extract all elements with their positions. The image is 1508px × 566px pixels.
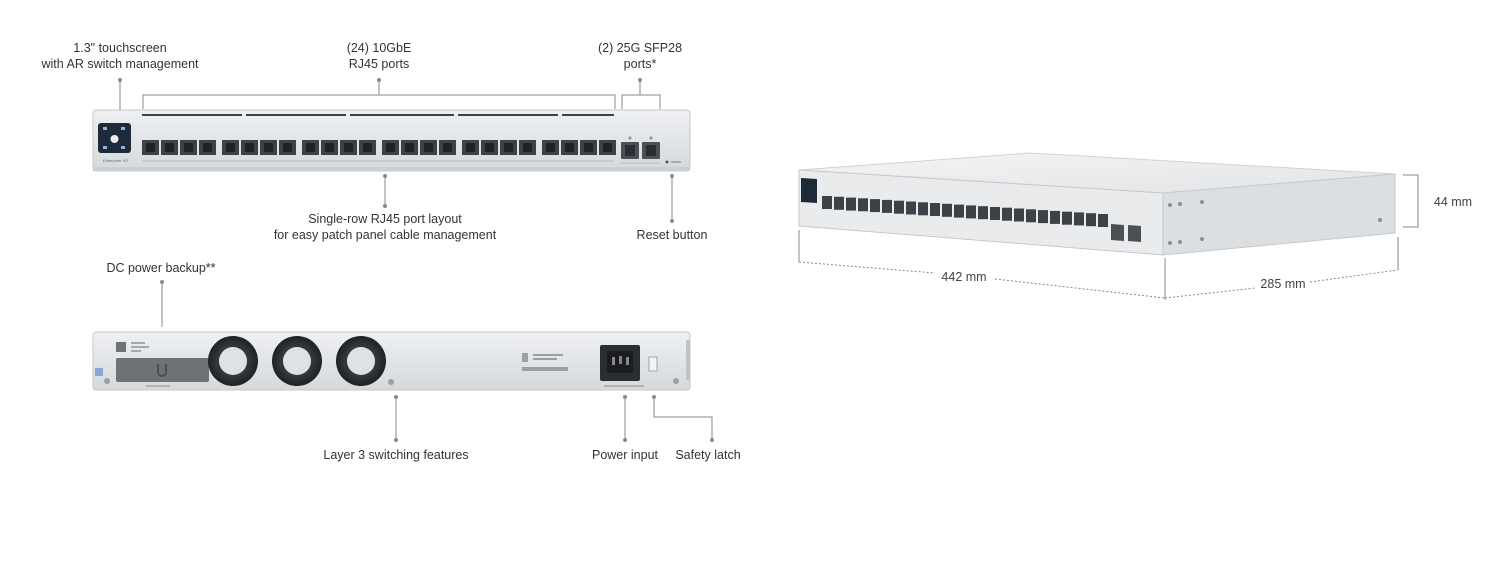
rj45-port-socket bbox=[584, 143, 593, 152]
rj45-port-socket bbox=[165, 143, 174, 152]
perspective-rj45-port bbox=[1002, 207, 1012, 221]
callout-safety-latch: Safety latch bbox=[675, 448, 741, 462]
perspective-rj45-port bbox=[990, 207, 1000, 220]
dimension-width: 442 mm bbox=[941, 270, 987, 284]
callout-sfp-line2: ports* bbox=[623, 57, 657, 71]
callout-port-layout-line1: Single-row RJ45 port layout bbox=[308, 212, 462, 226]
perspective-rj45-port bbox=[918, 202, 928, 216]
perspective-rj45-port bbox=[894, 200, 904, 214]
rj45-port-socket bbox=[226, 143, 235, 152]
dimension-lines bbox=[798, 174, 1419, 300]
rj45-port-socket bbox=[466, 143, 475, 152]
perspective-rj45-port bbox=[954, 204, 964, 218]
perspective-rj45-port bbox=[906, 201, 916, 215]
perspective-rj45-port bbox=[846, 197, 856, 211]
power-input-socket bbox=[600, 345, 644, 387]
rj45-port-socket bbox=[523, 143, 532, 152]
front-panel: Enterprise XG bbox=[92, 109, 691, 172]
perspective-rj45-port bbox=[834, 196, 844, 210]
rj45-port-socket bbox=[386, 143, 395, 152]
rear-panel bbox=[92, 331, 691, 391]
perspective-rj45-port bbox=[1050, 210, 1060, 224]
rj45-port-socket bbox=[485, 143, 494, 152]
perspective-rj45-port bbox=[822, 196, 832, 209]
perspective-rj45-port bbox=[858, 198, 868, 212]
rj45-port-socket bbox=[546, 143, 555, 152]
rj45-port-socket bbox=[344, 143, 353, 152]
rj45-port-socket bbox=[306, 143, 315, 152]
callout-power-input: Power input bbox=[591, 448, 658, 462]
safety-latch bbox=[648, 356, 658, 372]
callout-sfp-line1: (2) 25G SFP28 bbox=[597, 41, 683, 55]
touchscreen bbox=[98, 123, 131, 153]
perspective-rj45-port bbox=[1026, 209, 1036, 223]
front-callout-lines bbox=[118, 78, 674, 223]
perspective-rj45-port bbox=[1074, 212, 1084, 226]
callout-rj45-ports: (24) 10GbE RJ45 ports bbox=[319, 40, 439, 72]
callout-touchscreen-line2: with AR switch management bbox=[41, 57, 199, 71]
dimension-depth: 285 mm bbox=[1260, 277, 1306, 291]
perspective-view bbox=[798, 152, 1396, 256]
perspective-rj45-port bbox=[1086, 213, 1096, 227]
perspective-rj45-port bbox=[978, 206, 988, 220]
perspective-rj45-port bbox=[1014, 208, 1024, 222]
callout-sfp-ports: (2) 25G SFP28 ports* bbox=[580, 40, 700, 72]
rj45-port-socket bbox=[184, 143, 193, 152]
callout-touchscreen-line1: 1.3" touchscreen bbox=[73, 41, 167, 55]
callout-port-layout: Single-row RJ45 port layout for easy pat… bbox=[260, 211, 510, 243]
perspective-rj45-port bbox=[1038, 210, 1048, 224]
regulatory-marks bbox=[522, 353, 568, 371]
callout-port-layout-line2: for easy patch panel cable management bbox=[273, 228, 497, 242]
rj45-port-socket bbox=[245, 143, 254, 152]
callout-rj45-line1: (24) 10GbE bbox=[346, 41, 412, 55]
fans bbox=[208, 336, 386, 386]
perspective-rj45-port bbox=[870, 199, 880, 213]
rj45-port-socket bbox=[504, 143, 513, 152]
sfp-ports bbox=[621, 136, 660, 164]
callout-touchscreen: 1.3" touchscreen with AR switch manageme… bbox=[30, 40, 210, 72]
callout-layer3: Layer 3 switching features bbox=[323, 448, 469, 462]
perspective-rj45-port bbox=[1062, 211, 1072, 225]
rj45-port-socket bbox=[325, 143, 334, 152]
callout-dc-power: DC power backup** bbox=[106, 261, 216, 275]
rj45-port-socket bbox=[283, 143, 292, 152]
perspective-rj45-port bbox=[942, 203, 952, 217]
rj45-port-socket bbox=[264, 143, 273, 152]
rj45-port-socket bbox=[146, 143, 155, 152]
reset-button bbox=[665, 160, 681, 164]
rj45-port-socket bbox=[203, 143, 212, 152]
callout-reset: Reset button bbox=[636, 228, 708, 242]
rj45-port-socket bbox=[363, 143, 372, 152]
perspective-rj45-port bbox=[966, 205, 976, 219]
perspective-rj45-port bbox=[930, 203, 940, 216]
rj45-port-socket bbox=[603, 143, 612, 152]
perspective-rj45-port bbox=[882, 199, 892, 213]
model-label: Enterprise XG bbox=[103, 158, 128, 163]
port-group-markers bbox=[142, 114, 614, 116]
rj45-port-socket bbox=[565, 143, 574, 152]
rj45-port-row bbox=[142, 140, 616, 155]
dc-power-backup-cover bbox=[116, 358, 209, 387]
callout-rj45-line2: RJ45 ports bbox=[348, 57, 410, 71]
rj45-port-socket bbox=[405, 143, 414, 152]
rj45-port-socket bbox=[424, 143, 433, 152]
dimension-height: 44 mm bbox=[1433, 195, 1473, 209]
perspective-rj45-port bbox=[1098, 214, 1108, 227]
rear-callout-lines bbox=[160, 280, 714, 442]
perspective-rj45-ports bbox=[822, 196, 1108, 227]
rj45-port-socket bbox=[443, 143, 452, 152]
